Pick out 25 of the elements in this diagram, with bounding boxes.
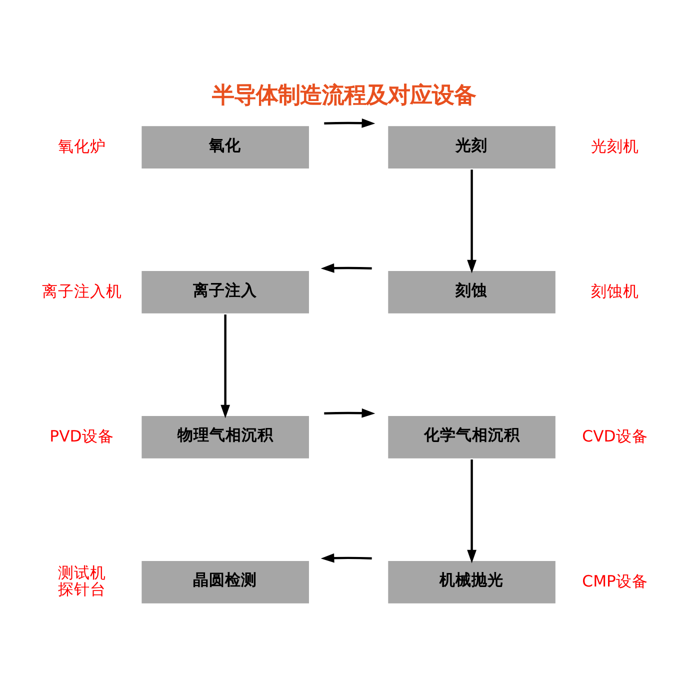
arrow — [324, 118, 376, 128]
node-label: PVD设备 — [50, 426, 114, 445]
node-box: 化学气相沉积 — [388, 416, 556, 458]
node-box: 机械抛光 — [388, 560, 556, 603]
node-box: 物理气相沉积 — [142, 416, 309, 458]
node-box: 氧化 — [142, 126, 309, 168]
node-box: 晶圆检测 — [142, 560, 309, 603]
node-label: CVD设备 — [582, 426, 648, 445]
node-label: 测试机 — [58, 563, 106, 582]
diagram-title: 半导体制造流程及对应设备 — [212, 82, 476, 108]
node-label: 光刻机 — [591, 136, 640, 155]
arrow — [467, 169, 476, 273]
node-label: 刻蚀机 — [591, 282, 640, 300]
node-label: CMP设备 — [582, 572, 648, 590]
arrow — [467, 459, 476, 563]
node-box: 离子注入 — [142, 270, 309, 313]
arrow — [320, 262, 372, 272]
arrow — [320, 552, 372, 562]
node-box: 刻蚀 — [388, 270, 556, 313]
arrow — [324, 408, 376, 418]
node-box: 光刻 — [388, 126, 556, 168]
node-label: 探针台 — [58, 580, 106, 598]
node-label: 离子注入机 — [42, 282, 122, 300]
node-label: 氧化炉 — [58, 136, 106, 155]
arrow — [220, 314, 230, 418]
